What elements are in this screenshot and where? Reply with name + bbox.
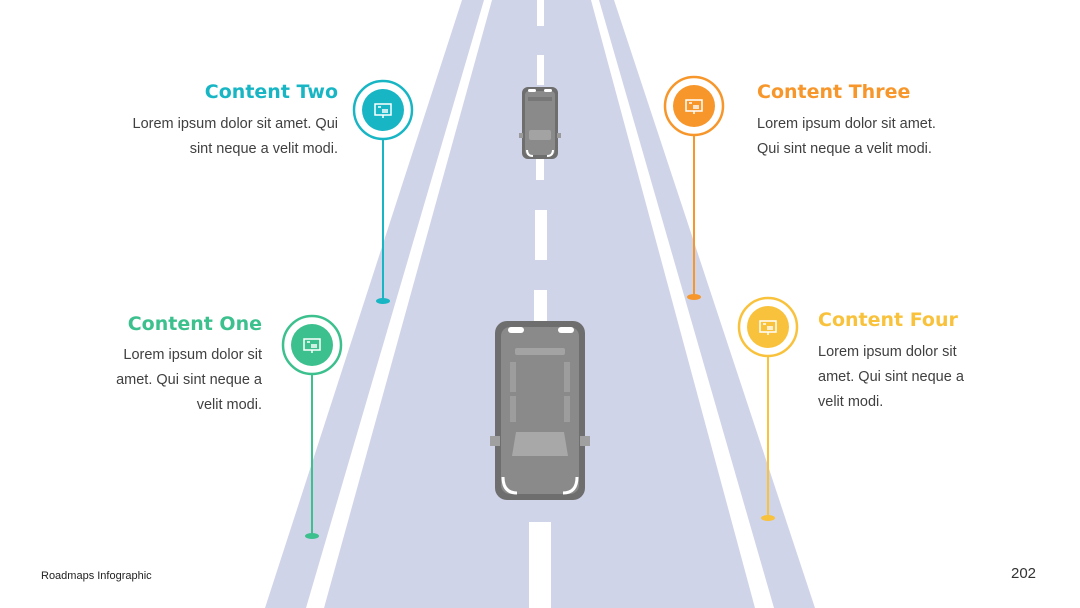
marker-content-two xyxy=(352,79,414,304)
presentation-icon xyxy=(759,320,777,335)
marker-content-four xyxy=(737,296,799,521)
content-three-text: Lorem ipsum dolor sit amet. Qui sint neq… xyxy=(757,116,936,157)
road-edge-line-left xyxy=(306,0,492,608)
road-edge-line-right xyxy=(591,0,774,608)
center-dash xyxy=(529,522,551,608)
content-two-title: Content Two xyxy=(204,81,338,103)
center-dash xyxy=(535,210,547,260)
big-car-icon xyxy=(490,321,590,500)
footer-label: Roadmaps Infographic xyxy=(41,570,152,582)
content-four-title: Content Four xyxy=(818,309,958,331)
content-one-title: Content One xyxy=(127,313,262,335)
center-dash xyxy=(534,290,547,322)
center-dash xyxy=(537,0,544,26)
content-one-text: Lorem ipsum dolor sit amet. Qui sint neq… xyxy=(116,347,262,413)
presentation-icon xyxy=(303,338,321,353)
presentation-icon xyxy=(374,103,392,118)
small-car-icon xyxy=(519,87,561,159)
marker-content-one xyxy=(281,314,343,539)
content-three-title: Content Three xyxy=(757,81,911,103)
page-number: 202 xyxy=(1011,565,1037,582)
content-two-text: Lorem ipsum dolor sit amet. Qui sint neq… xyxy=(132,116,339,157)
presentation-icon xyxy=(685,99,703,114)
marker-content-three xyxy=(663,75,725,300)
content-four-text: Lorem ipsum dolor sit amet. Qui sint neq… xyxy=(818,344,964,410)
center-dash xyxy=(537,55,544,85)
